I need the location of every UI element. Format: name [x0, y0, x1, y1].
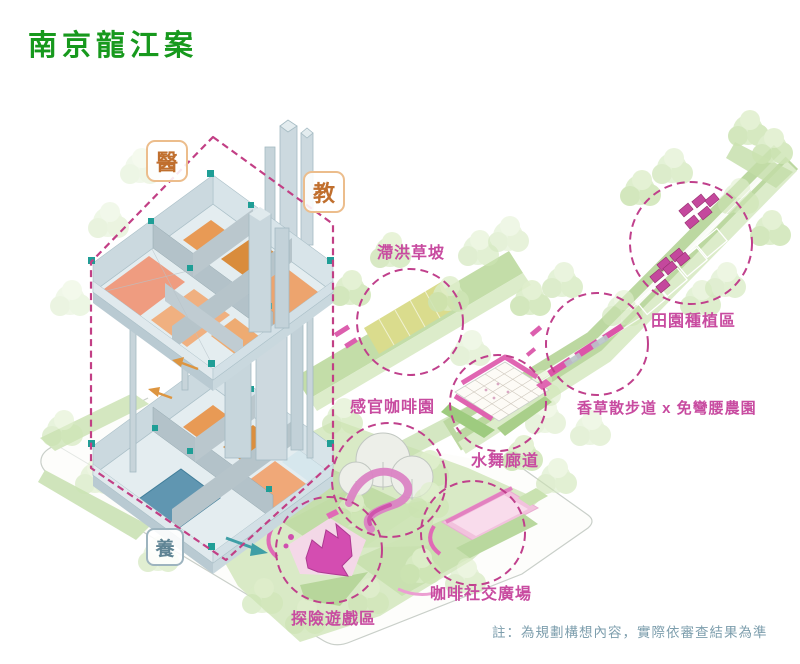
- water-dance-plaza: [441, 354, 552, 438]
- disclaimer-note: 註：為規劃構想內容，實際依審查結果為準: [492, 625, 768, 640]
- zone-tag-care: 養: [146, 528, 184, 566]
- zone-tag-medical-label: 醫: [155, 150, 178, 175]
- adventure-play-area: [283, 518, 366, 577]
- circle-herb-walk: [545, 292, 649, 396]
- zone-tag-education-label: 教: [312, 181, 335, 206]
- building-dashed-boundary: [89, 135, 335, 562]
- annotation-coffee-plaza: 咖啡社交廣場: [430, 586, 533, 603]
- circle-water-corridor: [449, 354, 547, 452]
- sensory-coffee-garden: [332, 432, 449, 548]
- zone-tag-care-label: 養: [155, 538, 175, 560]
- annotation-water-corridor: 水舞廊道: [471, 453, 540, 470]
- circle-field-planting: [629, 181, 753, 305]
- annotation-sensory-coffee: 感官咖啡園: [350, 399, 436, 416]
- zone-tag-education: 教: [303, 171, 345, 213]
- zone-tag-medical: 醫: [146, 140, 188, 182]
- annotation-adventure-play: 探險遊戲區: [291, 611, 377, 628]
- direction-arrows: [148, 357, 268, 556]
- page-title: 南京龍江案: [28, 30, 199, 62]
- annotation-flood-slope: 滯洪草坡: [377, 245, 446, 262]
- circle-flood-slope: [356, 268, 464, 376]
- circle-coffee-plaza: [420, 480, 526, 586]
- annotation-herb-walk: 香草散步道 x 免彎腰農園: [577, 400, 757, 417]
- field-planting-beds: [629, 179, 761, 316]
- circle-adventure-play: [275, 496, 383, 604]
- circle-sensory-coffee: [331, 422, 447, 538]
- annotation-field-planting: 田園種植區: [651, 313, 737, 330]
- building-upper-floor: [88, 170, 334, 391]
